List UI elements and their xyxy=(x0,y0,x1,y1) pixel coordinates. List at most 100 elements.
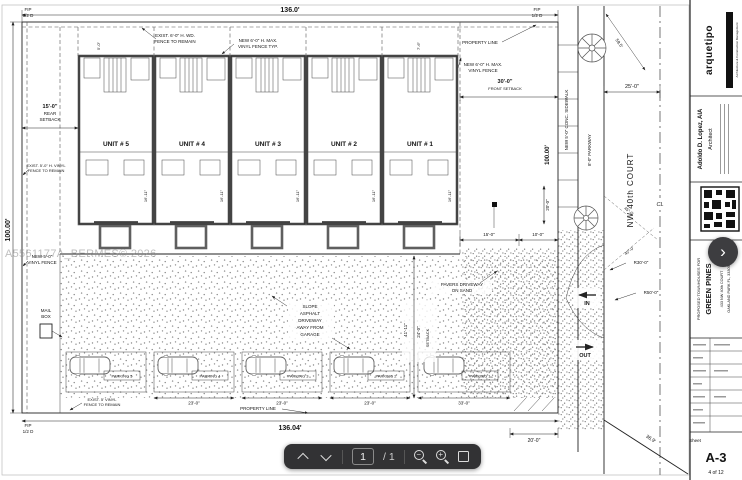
sidewalk-joints xyxy=(558,44,578,208)
tree-icon xyxy=(573,205,599,231)
parking-stall xyxy=(241,351,323,393)
dim-top-label: 136.0' xyxy=(280,7,300,14)
dim-36-9: 36.9' xyxy=(644,434,656,445)
unit-block: UNIT # 2 16'-11" xyxy=(305,54,383,250)
note-property-line-bottom: PROPERTY LINE xyxy=(240,406,276,411)
project-for-label: PROPOSED TOWNHOUSES FOR xyxy=(696,258,701,320)
sheet-border xyxy=(1,4,690,476)
chevron-right-icon: › xyxy=(720,242,726,261)
street-layer xyxy=(558,6,661,475)
unit-depth-dim: 16'-11" xyxy=(219,189,224,202)
note-slope: SLOPE xyxy=(302,304,317,309)
firm-logo-text: arquetipo xyxy=(704,25,715,75)
unit-block: UNIT # 3 16'-11" xyxy=(229,54,307,250)
in-label: IN xyxy=(584,301,590,307)
next-page-fab[interactable]: › xyxy=(708,237,738,267)
svg-text:1/2 D: 1/2 D xyxy=(23,13,35,18)
angle-45: 45°-0' xyxy=(623,246,634,256)
note-vinyl-right: NEW 6'-0" H. MAX. xyxy=(464,62,503,67)
parking-label: PARKING 3 xyxy=(287,374,309,379)
parkway-label: 8'-0" PARKWAY xyxy=(587,134,592,166)
unit-depth-dim: 16'-11" xyxy=(143,189,148,202)
rear-setback-dim: 15'-0" xyxy=(43,104,58,110)
radius-30: R30'-0" xyxy=(634,260,649,265)
sheet-label: Sheet xyxy=(689,438,702,443)
parking-stall xyxy=(65,351,147,393)
svg-text:BOX: BOX xyxy=(41,314,51,319)
unit-depth-dim: 16'-11" xyxy=(447,189,452,202)
architect-title: Architect xyxy=(708,128,714,150)
chevron-down-icon xyxy=(320,449,332,461)
dim-20-0-right: 20'-0" xyxy=(545,199,550,211)
zoom-out-button[interactable]: − xyxy=(413,450,427,463)
stall-dim: 33'-0" xyxy=(458,401,470,406)
pdf-toolbar: 1 / 1 − + xyxy=(284,444,481,469)
page-number-input[interactable]: 1 xyxy=(352,448,374,465)
note-pavers: PAVERS DRIVEWAY xyxy=(441,282,483,287)
page-count-label: / 1 xyxy=(383,450,395,463)
tree-icon xyxy=(577,33,607,63)
stall-dim: 23'-0" xyxy=(188,401,200,406)
porch xyxy=(402,224,436,250)
dim-24-0: 24'-0" xyxy=(416,326,421,338)
unit-label: UNIT # 4 xyxy=(179,141,205,148)
setback-vertical-label: SETBACK xyxy=(425,328,430,347)
dim-left-label: 100.00' xyxy=(5,218,12,241)
svg-text:AWAY FROM: AWAY FROM xyxy=(297,325,324,330)
property-boundary xyxy=(21,21,559,414)
parking-label: PARKING 4 xyxy=(199,374,221,379)
svg-text:VINYL FENCE TYP.: VINYL FENCE TYP. xyxy=(238,44,278,49)
architect-name: Adoldo D. Lopez, AIA xyxy=(698,108,704,169)
previous-page-button[interactable] xyxy=(296,448,310,466)
zoom-in-button[interactable]: + xyxy=(435,450,449,463)
parking-stall xyxy=(329,351,411,393)
porch xyxy=(250,224,284,250)
fip-marker-tr: FIP xyxy=(533,7,540,12)
note-new-vinyl-left: NEW 5'-0" xyxy=(32,254,53,259)
toolbar-divider xyxy=(403,449,405,464)
stall-dim: 23'-0" xyxy=(364,401,376,406)
unit-block: UNIT # 1 16'-11" xyxy=(381,54,459,250)
zoom-in-icon: + xyxy=(435,450,446,460)
parking-label: PARKING 1 xyxy=(469,374,491,379)
dim-25-0: 25'-0" xyxy=(625,84,639,90)
svg-text:REAR: REAR xyxy=(44,111,57,116)
dim-10-0: 10'-0" xyxy=(532,232,544,237)
dim-7-6: 7'-6" xyxy=(416,41,421,50)
centerline-symbol: CL xyxy=(656,202,663,208)
svg-text:DRIVEWAY: DRIVEWAY xyxy=(298,318,322,323)
unit-depth-dim: 16'-11" xyxy=(295,189,300,202)
zoom-out-icon: − xyxy=(413,450,424,460)
svg-text:FENCE TO REMAIN: FENCE TO REMAIN xyxy=(154,39,195,44)
street-name: NW 40th COURT xyxy=(626,153,635,228)
note-vinyl-typ: NEW 6'-0" H. MAX. xyxy=(239,38,278,43)
unit-block: UNIT # 4 16'-11" xyxy=(153,54,231,250)
svg-text:SETBACK: SETBACK xyxy=(39,117,60,122)
out-label: OUT xyxy=(579,353,591,359)
dim-bottom-label: 136.04' xyxy=(278,425,301,432)
dim-right-label: 100.00' xyxy=(545,145,551,165)
sheet-number: A-3 xyxy=(706,450,727,465)
unit-label: UNIT # 1 xyxy=(407,141,433,148)
sheet-page-count: 4 of 12 xyxy=(708,470,724,476)
svg-text:FRONT SETBACK: FRONT SETBACK xyxy=(488,86,522,91)
firm-logo-subtext: Architecture & Construction Management xyxy=(735,22,739,77)
fip-marker-tl: FIP xyxy=(24,7,31,12)
porch xyxy=(98,224,132,250)
dim-59-5: 59.5' xyxy=(614,38,624,49)
entrance-dim: 20'-0" xyxy=(528,438,541,444)
svg-text:VINYL FENCE: VINYL FENCE xyxy=(468,68,497,73)
parking-label: PARKING 5 xyxy=(111,374,133,379)
architect-seal-icon xyxy=(700,186,740,232)
svg-text:FENCE TO REMAIN: FENCE TO REMAIN xyxy=(28,168,65,173)
utility-marker xyxy=(492,202,497,207)
radius-50: R50'-0" xyxy=(644,290,659,295)
fit-to-page-button[interactable] xyxy=(457,451,469,462)
chevron-up-icon xyxy=(297,452,309,464)
unit-label: UNIT # 2 xyxy=(331,141,357,148)
next-page-button[interactable] xyxy=(319,448,333,466)
parking-stall xyxy=(417,351,511,393)
watermark-text: A5561177A_BERMES© 2026 xyxy=(5,248,157,260)
